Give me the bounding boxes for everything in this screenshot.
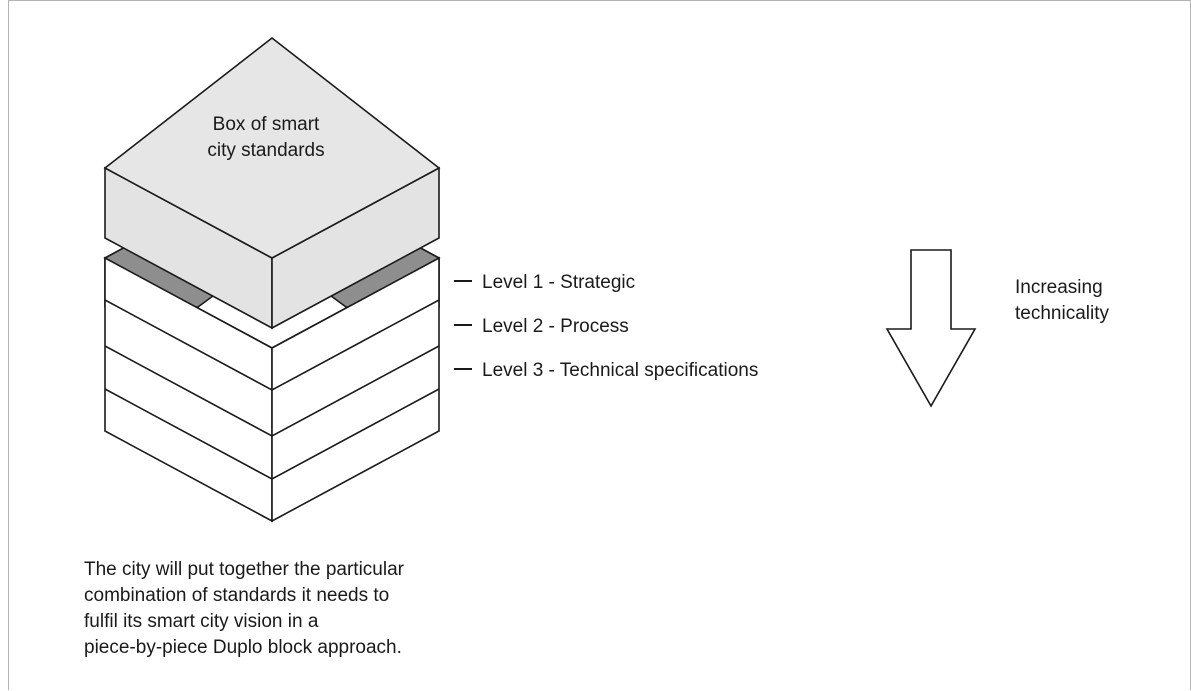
caption-line-1: The city will put together the particula… (84, 559, 404, 580)
layer-divider-1 (104, 299, 440, 391)
layer-divider-3 (104, 388, 440, 480)
level-1-label: Level 1 - Strategic (482, 272, 635, 293)
figure-frame: Box of smart city standards Level 1 - St… (8, 0, 1191, 690)
level-labels: Level 1 - Strategic Level 2 - Process Le… (454, 272, 758, 381)
box-label-line-2: city standards (207, 140, 324, 161)
caption-line-2: combination of standards it needs to (84, 585, 390, 606)
down-arrow-icon (885, 249, 977, 408)
standards-stack-diagram: Box of smart city standards Level 1 - St… (103, 36, 1109, 523)
box-label-line-1: Box of smart (213, 114, 320, 135)
stack-right-face (271, 256, 440, 523)
caption-line-4: piece-by-piece Duplo block approach. (84, 637, 402, 658)
arrow-label-line-2: technicality (1015, 303, 1109, 324)
arrow-label-line-1: Increasing (1015, 277, 1103, 298)
standards-box-lid: Box of smart city standards (103, 36, 441, 330)
caption-line-3: fulfil its smart city vision in a (84, 611, 319, 632)
layer-divider-2 (104, 345, 440, 437)
diagram-caption: The city will put together the particula… (84, 557, 564, 661)
lid-top-face (103, 36, 441, 259)
level-3-label: Level 3 - Technical specifications (482, 360, 758, 381)
level-2-label: Level 2 - Process (482, 316, 629, 337)
